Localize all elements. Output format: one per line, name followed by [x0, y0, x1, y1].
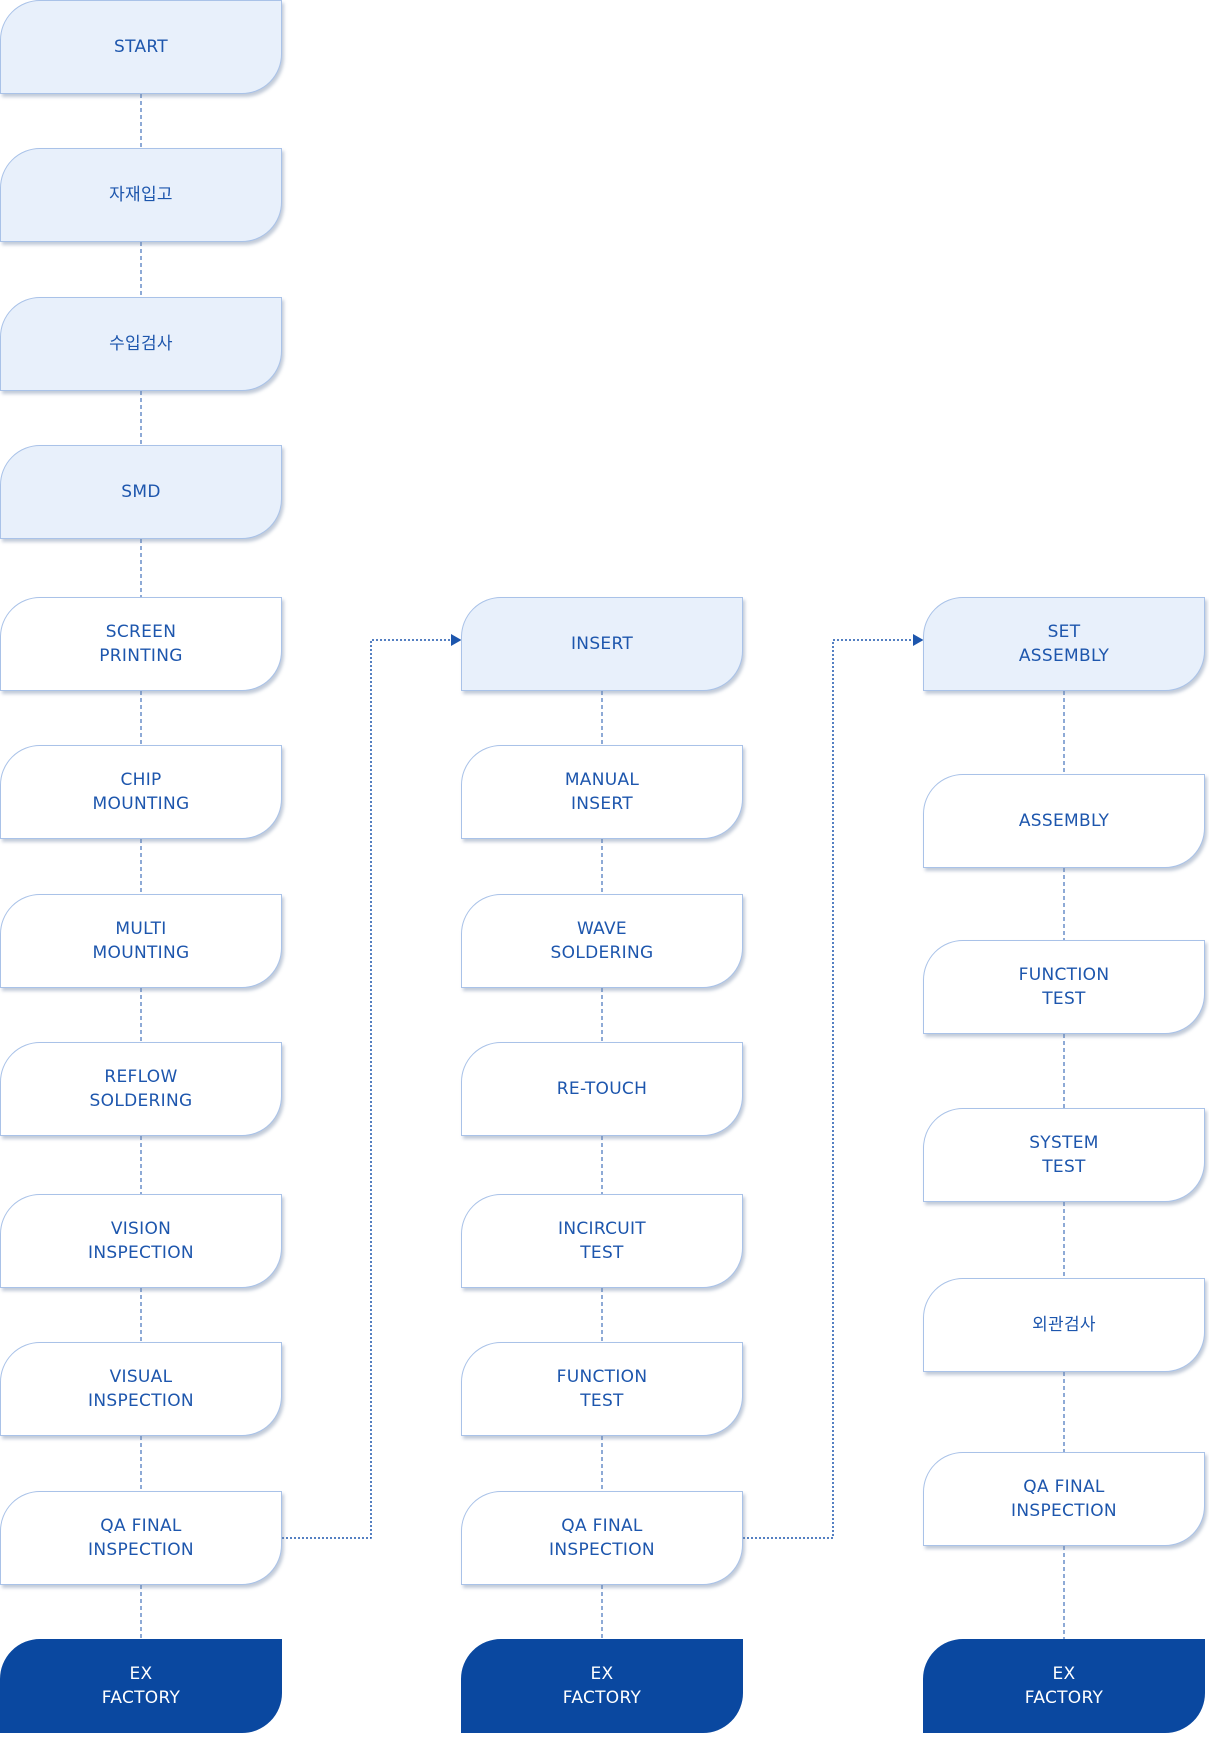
process-step: START: [0, 0, 282, 94]
process-step-label: WAVE SOLDERING: [550, 919, 654, 963]
column-transfer-arrow: [743, 634, 924, 1539]
process-step: CHIP MOUNTING: [0, 745, 282, 839]
process-step: WAVE SOLDERING: [461, 894, 743, 988]
process-step: SCREEN PRINTING: [0, 597, 282, 691]
process-step-label: 수입검사: [109, 334, 173, 354]
process-step-label: INSERT: [570, 634, 634, 654]
column-transfer-arrow: [282, 634, 462, 1539]
process-step: FUNCTION TEST: [923, 940, 1205, 1034]
process-step-label: ASSEMBLY: [1018, 811, 1110, 831]
process-step-label: INCIRCUIT TEST: [558, 1219, 646, 1263]
process-step: INSERT: [461, 597, 743, 691]
process-step: QA FINAL INSPECTION: [923, 1452, 1205, 1546]
process-step-label: QA FINAL INSPECTION: [549, 1516, 655, 1560]
process-step: MULTI MOUNTING: [0, 894, 282, 988]
process-step-label: SCREEN PRINTING: [99, 622, 183, 666]
process-step-label: 외관검사: [1032, 1315, 1096, 1335]
process-step: QA FINAL INSPECTION: [0, 1491, 282, 1585]
process-step-label: VISUAL INSPECTION: [88, 1367, 194, 1411]
process-step-label: 자재입고: [109, 185, 173, 205]
process-step: SMD: [0, 445, 282, 539]
process-step: MANUAL INSERT: [461, 745, 743, 839]
process-step-label: START: [114, 37, 168, 57]
process-step-label: CHIP MOUNTING: [92, 770, 190, 814]
process-step: FUNCTION TEST: [461, 1342, 743, 1436]
process-step: EX FACTORY: [923, 1639, 1205, 1733]
process-step: RE-TOUCH: [461, 1042, 743, 1136]
process-step: SET ASSEMBLY: [923, 597, 1205, 691]
process-step: SYSTEM TEST: [923, 1108, 1205, 1202]
process-step-label: EX FACTORY: [1024, 1664, 1104, 1708]
process-step: VISUAL INSPECTION: [0, 1342, 282, 1436]
process-step-label: SET ASSEMBLY: [1018, 622, 1110, 666]
process-step-label: REFLOW SOLDERING: [89, 1067, 193, 1111]
process-step-label: QA FINAL INSPECTION: [1011, 1477, 1117, 1521]
process-step: 수입검사: [0, 297, 282, 391]
process-step-label: FUNCTION TEST: [1018, 965, 1110, 1009]
process-step: ASSEMBLY: [923, 774, 1205, 868]
process-step-label: MANUAL INSERT: [564, 770, 640, 814]
process-step-label: SMD: [121, 482, 161, 502]
process-step-label: RE-TOUCH: [556, 1079, 648, 1099]
process-step-label: SYSTEM TEST: [1029, 1133, 1099, 1177]
process-step: 자재입고: [0, 148, 282, 242]
process-step-label: EX FACTORY: [562, 1664, 642, 1708]
process-step: QA FINAL INSPECTION: [461, 1491, 743, 1585]
process-step: REFLOW SOLDERING: [0, 1042, 282, 1136]
process-step-label: QA FINAL INSPECTION: [88, 1516, 194, 1560]
process-step: VISION INSPECTION: [0, 1194, 282, 1288]
process-step: 외관검사: [923, 1278, 1205, 1372]
process-step-label: MULTI MOUNTING: [92, 919, 190, 963]
process-step-label: EX FACTORY: [101, 1664, 181, 1708]
process-step-label: VISION INSPECTION: [88, 1219, 194, 1263]
process-step-label: FUNCTION TEST: [556, 1367, 648, 1411]
process-step: INCIRCUIT TEST: [461, 1194, 743, 1288]
process-step: EX FACTORY: [461, 1639, 743, 1733]
process-step: EX FACTORY: [0, 1639, 282, 1733]
